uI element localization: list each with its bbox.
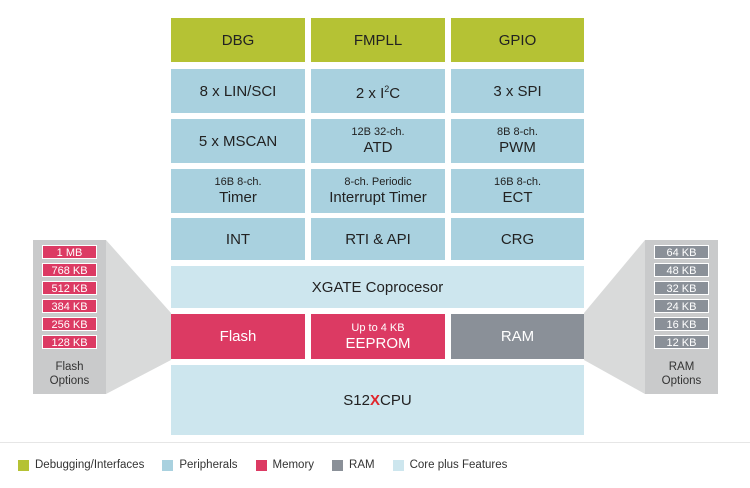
ram-block: RAM <box>451 314 584 359</box>
crg-block: CRG <box>451 218 584 260</box>
lin-sci-label: 8 x LIN/SCI <box>199 82 277 100</box>
dbg-label: DBG <box>221 31 255 49</box>
ram-option-item: 24 KB <box>654 299 709 313</box>
legend-item-memory: Memory <box>255 459 315 471</box>
cpu-block: S12XCPU <box>171 365 584 435</box>
timer-detail: 16B 8-ch. <box>214 176 262 188</box>
legend-label-ram: RAM <box>349 459 375 471</box>
legend-label-debug: Debugging/Interfaces <box>35 459 145 471</box>
pit-detail: 8-ch. Periodic <box>344 176 412 188</box>
rti-api-block: RTI & API <box>311 218 445 260</box>
ram-option-item: 64 KB <box>654 245 709 259</box>
flash-option-item: 1 MB <box>42 245 97 259</box>
pwm-label: PWM <box>499 139 536 156</box>
spi-block: 3 x SPI <box>451 69 584 113</box>
legend-swatch-peripherals <box>162 459 174 471</box>
crg-label: CRG <box>500 230 535 248</box>
flash-options-panel: 1 MB 768 KB 512 KB 384 KB 256 KB 128 KB … <box>33 240 106 394</box>
legend-swatch-debug <box>18 459 29 471</box>
ram-label: RAM <box>500 328 535 345</box>
ram-option-item: 48 KB <box>654 263 709 277</box>
legend-item-core: Core plus Features <box>392 459 508 471</box>
gpio-label: GPIO <box>498 31 537 49</box>
legend-item-ram: RAM <box>332 459 375 471</box>
flash-block: Flash <box>171 314 305 359</box>
pit-label: Interrupt Timer <box>329 189 427 206</box>
flash-option-item: 128 KB <box>42 335 97 349</box>
ect-block: 16B 8-ch. ECT <box>451 169 584 213</box>
gpio-block: GPIO <box>451 18 584 62</box>
ram-option-item: 32 KB <box>654 281 709 295</box>
atd-label: ATD <box>363 139 393 156</box>
fmpll-label: FMPLL <box>353 31 403 49</box>
flash-options-label-2: Options <box>49 375 90 387</box>
flash-connector <box>106 240 171 394</box>
lin-sci-block: 8 x LIN/SCI <box>171 69 305 113</box>
flash-label: Flash <box>219 328 257 345</box>
ram-options-panel: 64 KB 48 KB 32 KB 24 KB 16 KB 12 KB RAM … <box>645 240 718 394</box>
atd-detail: 12B 32-ch. <box>351 126 405 138</box>
ect-detail: 16B 8-ch. <box>493 176 542 188</box>
pwm-detail: 8B 8-ch. <box>497 126 538 138</box>
legend-item-debug: Debugging/Interfaces <box>18 459 144 471</box>
ram-options-label-2: Options <box>661 375 702 387</box>
flash-options-label-1: Flash <box>55 361 84 373</box>
int-block: INT <box>171 218 305 260</box>
i2c-block: 2 x I2C <box>311 69 445 113</box>
eeprom-detail: Up to 4 KB <box>351 321 405 334</box>
ram-options-label-1: RAM <box>668 361 695 373</box>
ram-connector <box>584 240 645 394</box>
ram-option-item: 12 KB <box>654 335 709 349</box>
dbg-block: DBG <box>171 18 305 62</box>
timer-label: Timer <box>219 189 257 206</box>
mscan-block: 5 x MSCAN <box>171 119 305 163</box>
eeprom-label: EEPROM <box>345 334 411 352</box>
xgate-block: XGATE Coprocesor <box>171 266 584 308</box>
rti-api-label: RTI & API <box>345 230 411 248</box>
flash-option-item: 512 KB <box>42 281 97 295</box>
cpu-label: S12XCPU <box>343 391 412 409</box>
divider <box>0 442 750 443</box>
int-label: INT <box>225 230 251 248</box>
spi-label: 3 x SPI <box>493 82 542 100</box>
atd-block: 12B 32-ch. ATD <box>311 119 445 163</box>
xgate-label: XGATE Coprocesor <box>311 278 444 296</box>
fmpll-block: FMPLL <box>311 18 445 62</box>
legend-label-core: Core plus Features <box>409 459 508 471</box>
flash-option-item: 384 KB <box>42 299 97 313</box>
legend-swatch-core <box>392 459 404 471</box>
i2c-label: 2 x I2C <box>355 83 401 102</box>
legend: Debugging/Interfaces Peripherals Memory … <box>18 459 525 471</box>
ram-option-item: 16 KB <box>654 317 709 331</box>
ect-label: ECT <box>502 189 533 206</box>
mscan-label: 5 x MSCAN <box>198 132 278 150</box>
timer-block: 16B 8-ch. Timer <box>171 169 305 213</box>
eeprom-block: Up to 4 KB EEPROM <box>311 314 445 359</box>
flash-option-item: 256 KB <box>42 317 97 331</box>
legend-item-peripherals: Peripherals <box>162 459 238 471</box>
legend-swatch-ram <box>332 459 344 471</box>
pwm-block: 8B 8-ch. PWM <box>451 119 584 163</box>
legend-label-memory: Memory <box>272 459 315 471</box>
pit-block: 8-ch. Periodic Interrupt Timer <box>311 169 445 213</box>
legend-swatch-memory <box>255 459 267 471</box>
legend-label-peripherals: Peripherals <box>179 459 238 471</box>
flash-option-item: 768 KB <box>42 263 97 277</box>
